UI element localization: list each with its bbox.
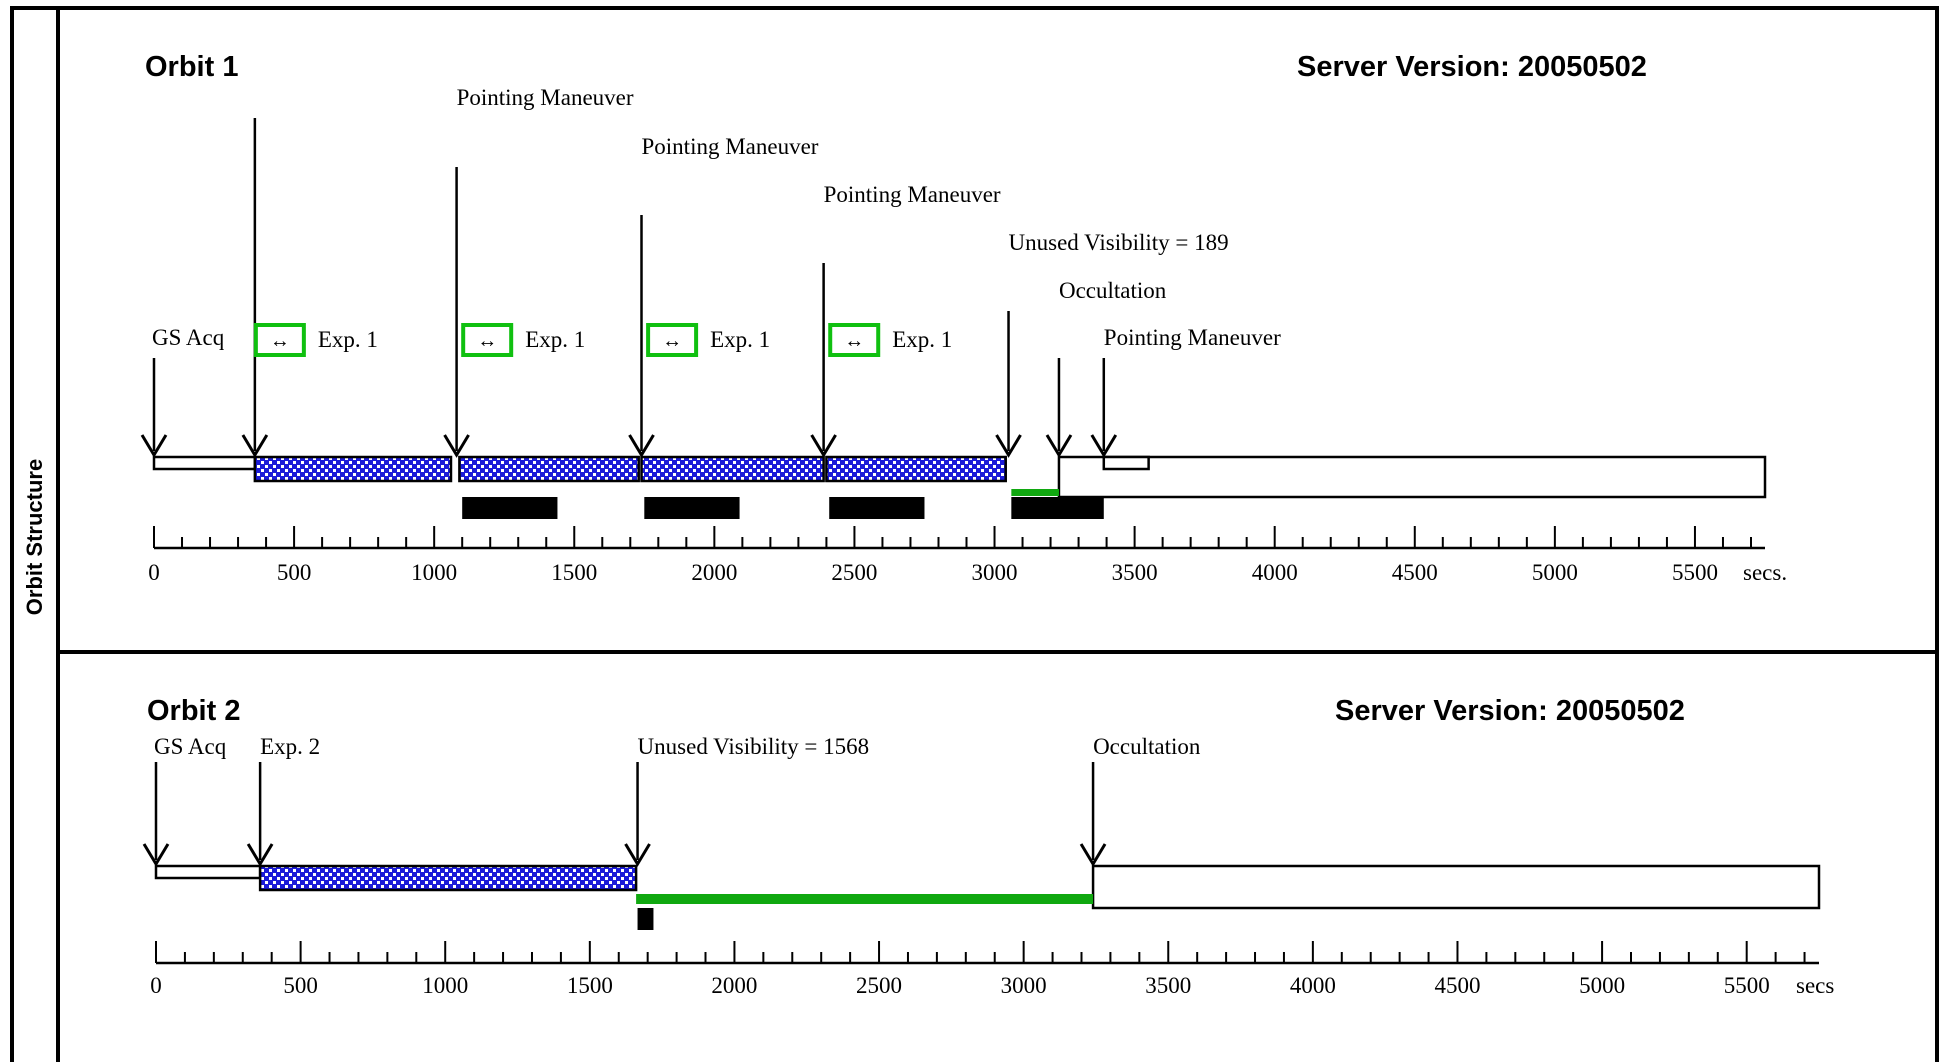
annotation-label: GS Acq bbox=[154, 734, 227, 759]
annotations: GS Acq Exp. 2 Unused Visibility = 1568 Occu… bbox=[142, 734, 1201, 867]
tick-label: 2500 bbox=[856, 973, 902, 998]
annotation-label: Unused Visibility = 1568 bbox=[638, 734, 870, 759]
data-transfer-bar bbox=[462, 497, 558, 519]
arrow-head bbox=[1079, 843, 1107, 867]
data-transfer-bar bbox=[829, 497, 925, 519]
orbit-title: Orbit 1 bbox=[145, 51, 238, 83]
arrow-head bbox=[140, 434, 168, 458]
annotation-label: Unused Visibility = 189 bbox=[1009, 230, 1229, 255]
time-axis: 0 500 1000 1500 2000 2500 3000 3500 4000 4500 5000… bbox=[150, 941, 1834, 998]
annotation-label: Pointing Maneuver bbox=[1104, 325, 1281, 350]
tick-label: 1500 bbox=[551, 560, 597, 585]
tick-label: 1000 bbox=[411, 560, 457, 585]
tick-label: 500 bbox=[277, 560, 312, 585]
tick-label: 2000 bbox=[711, 973, 757, 998]
unused-visibility-bar bbox=[1011, 489, 1059, 496]
timeline-bars bbox=[152, 455, 1767, 519]
tick-label: 2000 bbox=[691, 560, 737, 585]
annotation-label: Pointing Maneuver bbox=[824, 182, 1001, 207]
arrow-head bbox=[810, 434, 837, 458]
double-arrow-icon: ↔ bbox=[662, 330, 682, 352]
exposure-bar bbox=[825, 455, 1007, 483]
tick-label: 1000 bbox=[422, 973, 468, 998]
arrow-head bbox=[1045, 434, 1073, 458]
annotation-label: Exp. 2 bbox=[260, 734, 320, 759]
gs-acq-bar bbox=[154, 864, 262, 880]
tick-label: 2500 bbox=[831, 560, 877, 585]
exposure-label: Exp. 1 bbox=[525, 327, 585, 352]
tick-label: 3500 bbox=[1145, 973, 1191, 998]
data-transfer-bar bbox=[1011, 497, 1104, 519]
tick-label: 5500 bbox=[1672, 560, 1718, 585]
annotation-label: Pointing Maneuver bbox=[457, 85, 634, 110]
tick-label: 3000 bbox=[1001, 973, 1047, 998]
tick-label: 4500 bbox=[1434, 973, 1480, 998]
data-transfer-bar bbox=[644, 497, 740, 519]
tick-label: 5000 bbox=[1532, 560, 1578, 585]
outer-frame bbox=[10, 6, 1939, 1062]
tick-label: 1500 bbox=[567, 973, 613, 998]
arrow-head bbox=[624, 843, 651, 867]
exposure-bar bbox=[640, 455, 825, 483]
tick-label: 3500 bbox=[1112, 560, 1158, 585]
arrow-head bbox=[443, 434, 470, 458]
annotation-label: Occultation bbox=[1093, 734, 1201, 759]
data-transfer-bar bbox=[637, 908, 654, 930]
tick-label: 4000 bbox=[1252, 560, 1298, 585]
server-version: Server Version: 20050502 bbox=[1297, 51, 1647, 83]
pointing-maneuver-bar bbox=[1102, 455, 1150, 471]
arrow-head bbox=[628, 434, 655, 458]
arrow-head bbox=[1090, 434, 1118, 458]
exposure-label: Exp. 1 bbox=[318, 327, 378, 352]
double-arrow-icon: ↔ bbox=[270, 330, 290, 352]
annotation-label: Occultation bbox=[1059, 278, 1167, 303]
sidebar-label: Orbit Structure bbox=[22, 459, 47, 615]
arrow-head bbox=[142, 843, 170, 867]
exposure-icon bbox=[253, 323, 306, 357]
tick-label: 3000 bbox=[972, 560, 1018, 585]
tick-label: 4500 bbox=[1392, 560, 1438, 585]
exposure-icon bbox=[461, 323, 514, 357]
double-arrow-icon: ↔ bbox=[477, 330, 497, 352]
arrow-head bbox=[241, 434, 269, 458]
timeline-bars bbox=[154, 864, 1821, 930]
exposure-label: Exp. 1 bbox=[710, 327, 770, 352]
annotation-label: GS Acq bbox=[152, 325, 225, 350]
tick-label: 0 bbox=[148, 560, 160, 585]
occultation-bar bbox=[1057, 455, 1767, 499]
gs-acq-bar bbox=[152, 455, 257, 471]
exposure-icon bbox=[646, 323, 699, 357]
exposure-bar bbox=[458, 455, 640, 483]
orbit-1-panel: Orbit 1 Server Version: 20050502 GS Acq P… bbox=[140, 51, 1787, 585]
axis-unit-label: secs bbox=[1796, 973, 1834, 998]
tick-label: 5000 bbox=[1579, 973, 1625, 998]
exposure-bar bbox=[258, 864, 638, 892]
unused-visibility-bar bbox=[636, 894, 1094, 904]
occultation-bar bbox=[1091, 864, 1821, 910]
orbit-title: Orbit 2 bbox=[147, 695, 240, 727]
double-arrow-icon: ↔ bbox=[844, 330, 864, 352]
tick-label: 500 bbox=[283, 973, 318, 998]
time-axis: 0 500 1000 1500 2000 2500 3000 3500 4000 4500 5000… bbox=[148, 526, 1787, 585]
tick-label: 4000 bbox=[1290, 973, 1336, 998]
axis-unit-label: secs. bbox=[1743, 560, 1787, 585]
annotation-label: Pointing Maneuver bbox=[642, 134, 819, 159]
tick-label: 0 bbox=[150, 973, 162, 998]
orbit-2-panel: Orbit 2 Server Version: 20050502 GS Acq E… bbox=[142, 695, 1834, 998]
server-version: Server Version: 20050502 bbox=[1335, 695, 1685, 727]
exposure-label: Exp. 1 bbox=[892, 327, 952, 352]
exposure-icon bbox=[828, 323, 881, 357]
exposure-bar bbox=[253, 455, 453, 483]
arrow-head bbox=[995, 434, 1022, 458]
tick-label: 5500 bbox=[1724, 973, 1770, 998]
arrow-head bbox=[246, 843, 274, 867]
